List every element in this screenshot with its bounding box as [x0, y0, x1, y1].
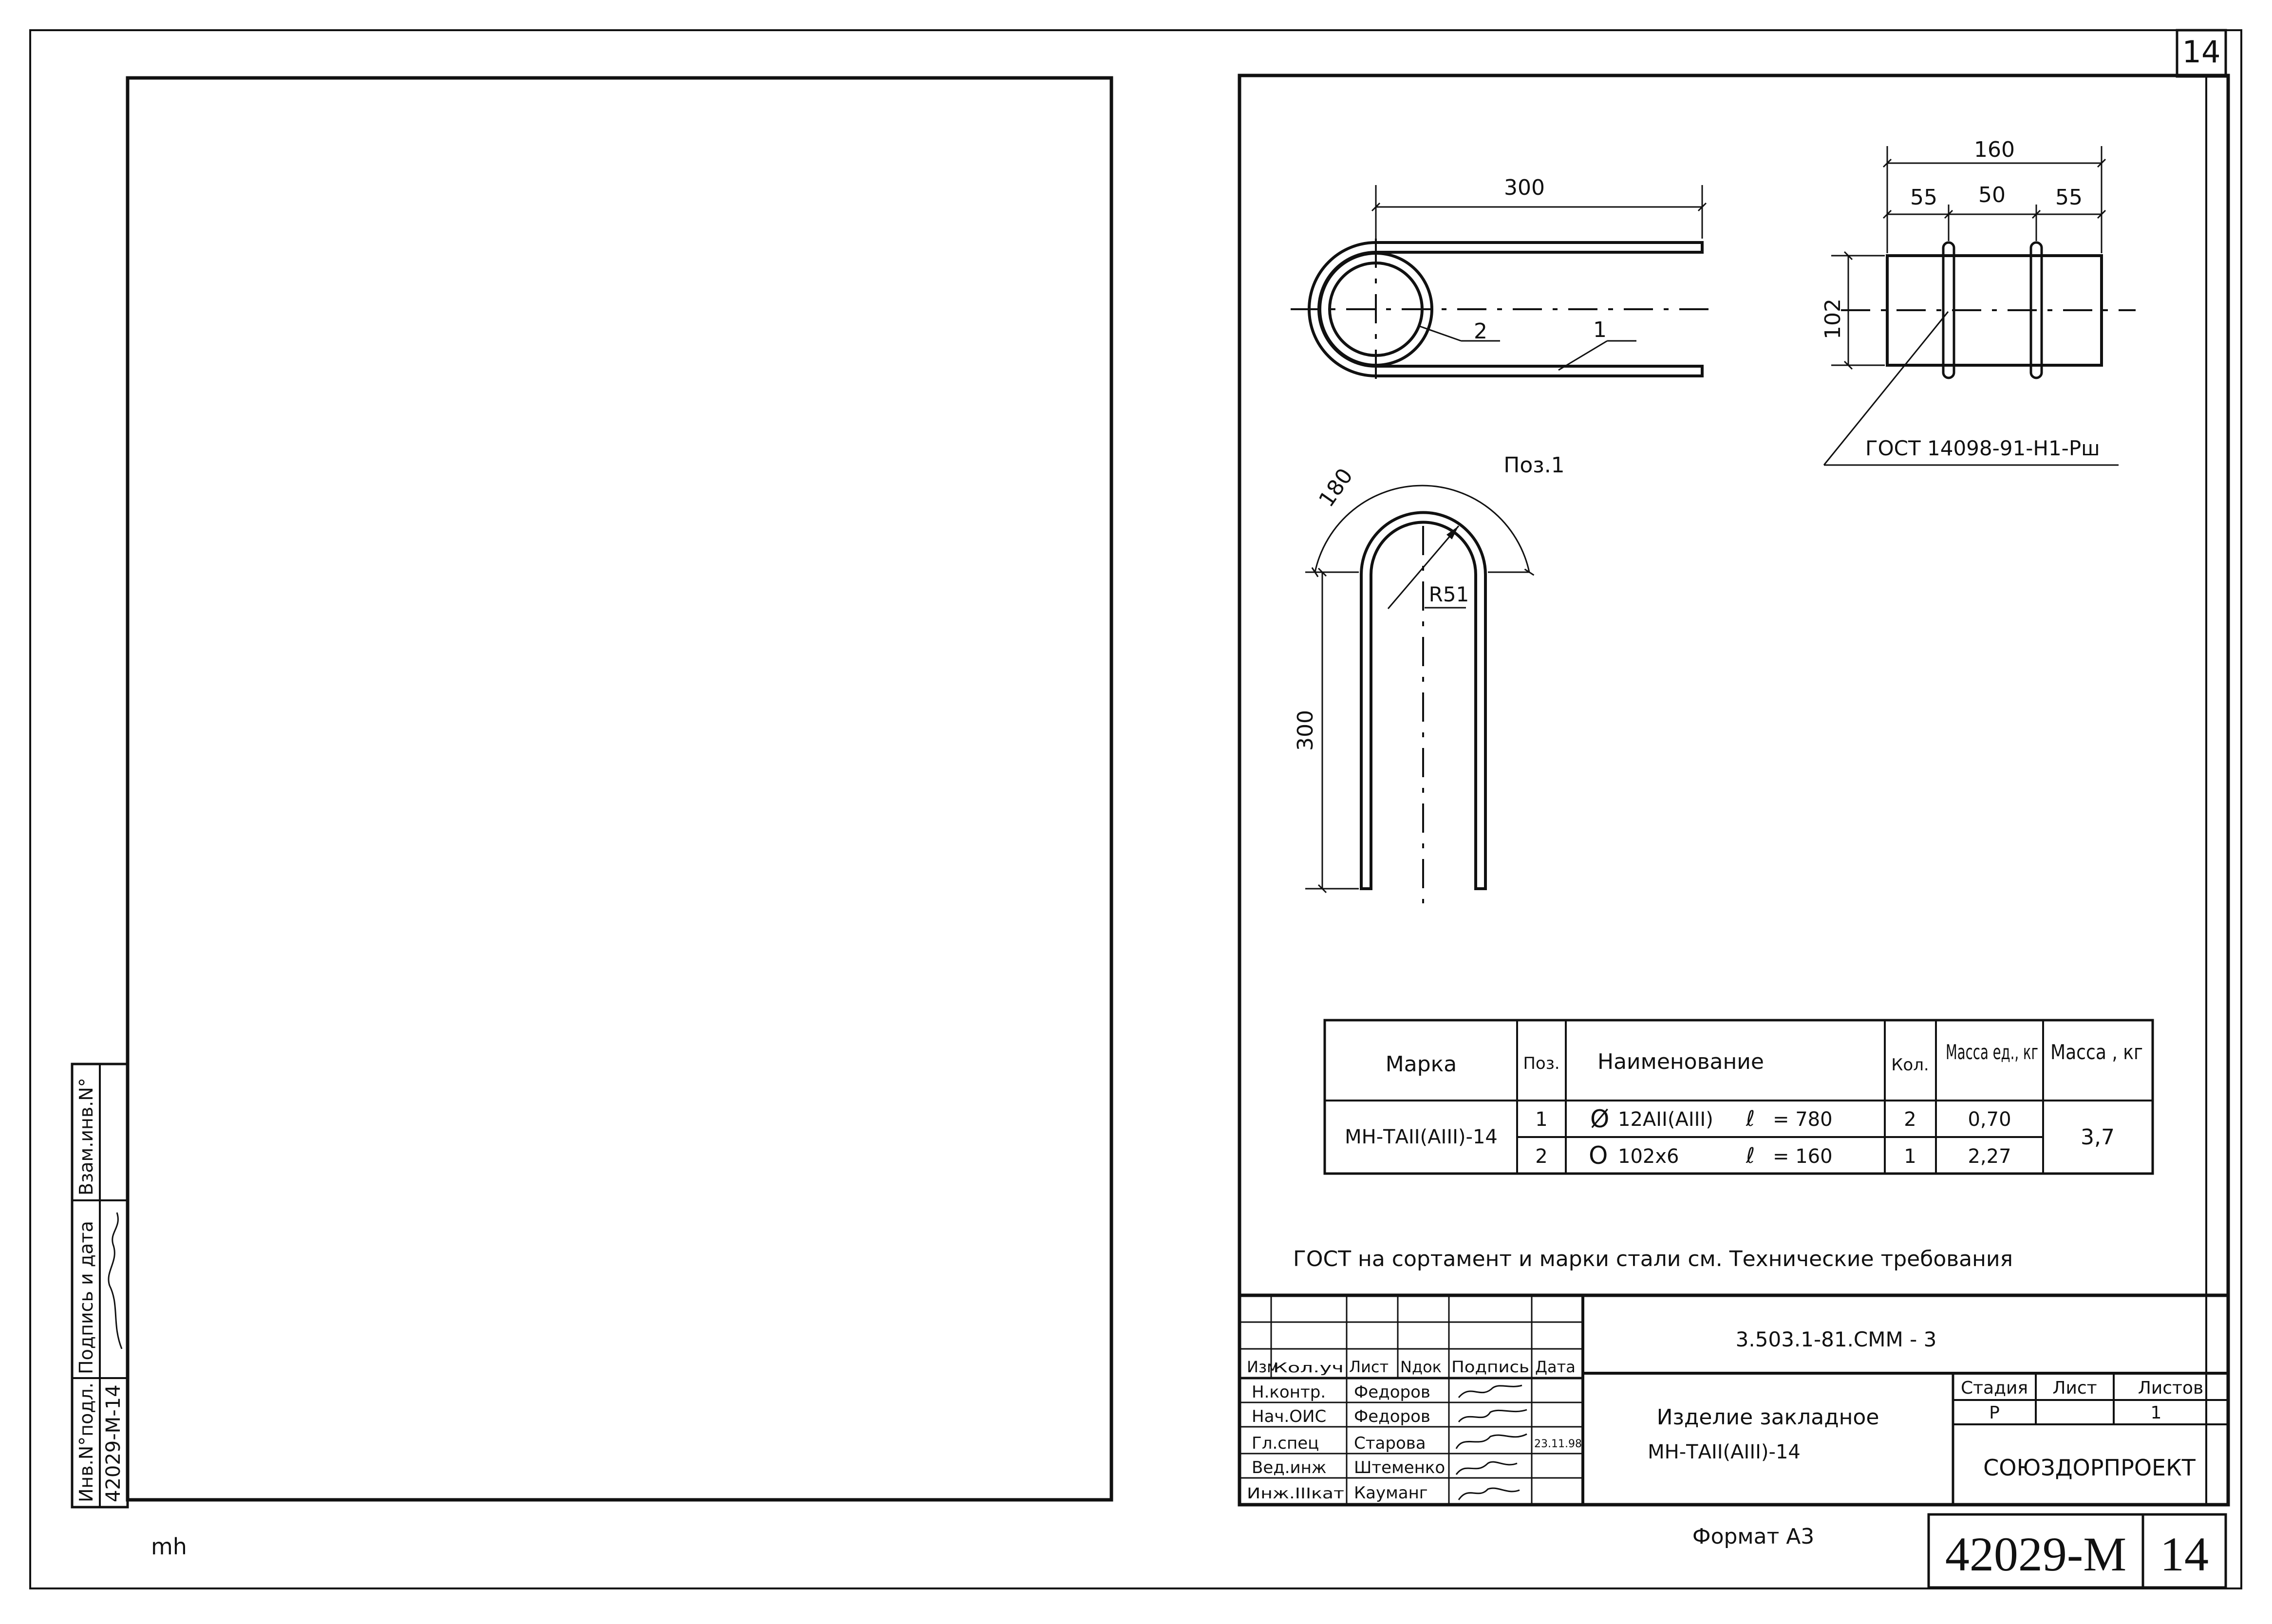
steel-grade-note: ГОСТ на сортамент и марки стали см. Техн…	[1293, 1247, 2013, 1271]
role-3: Гл.спец	[1252, 1434, 1319, 1453]
row2-name: 102х6	[1618, 1145, 1679, 1168]
spec-table	[1323, 1019, 2154, 1175]
stage-header: Стадия	[1961, 1378, 2028, 1398]
plate-total-label: 160	[1974, 137, 2015, 162]
col-mark-header: Марка	[1386, 1052, 1457, 1077]
inv-replace-label: Взам.инв.N°	[75, 1078, 97, 1195]
signatures	[1455, 1384, 1527, 1500]
spec-mark: МН-ТАII(АIII)-14	[1345, 1126, 1498, 1148]
row2-mass: 2,27	[1968, 1145, 2011, 1168]
row2-length-symbol: ℓ	[1746, 1143, 1755, 1168]
stage-value: Р	[1989, 1403, 2000, 1423]
item-mark: МН-ТАII(АIII)-14	[1648, 1441, 1801, 1463]
name-1: Федоров	[1354, 1382, 1430, 1402]
item-title: Изделие закладное	[1657, 1405, 1879, 1430]
top-width-label: 300	[1504, 175, 1545, 200]
name-3: Старова	[1354, 1434, 1426, 1453]
name-4: Штеменко	[1354, 1458, 1445, 1477]
plate-dim-b: 50	[1978, 183, 2006, 207]
doc-designation: 3.503.1-81.СММ - 3	[1736, 1327, 1937, 1351]
pos1-title: Поз.1	[1503, 453, 1564, 478]
name-2: Федоров	[1354, 1407, 1430, 1426]
role-1: Н.контр.	[1252, 1382, 1326, 1402]
role-4: Вед.инж	[1252, 1458, 1327, 1477]
callout-pos1: 1	[1593, 317, 1607, 342]
bottom-strip	[1927, 1513, 2227, 1589]
row2-length: = 160	[1773, 1145, 1833, 1168]
col-qty-header: Кол.	[1891, 1055, 1929, 1075]
hdr-data: Дата	[1535, 1358, 1576, 1376]
row1-diameter-symbol: Ø	[1590, 1105, 1609, 1133]
hdr-list: Лист	[1349, 1358, 1389, 1376]
sheet-number: 14	[2160, 1527, 2209, 1581]
sheets-value: 1	[2151, 1403, 2162, 1423]
row1-qty: 2	[1904, 1108, 1916, 1131]
bottom-left-mark: mh	[151, 1533, 187, 1560]
hdr-podpis: Подпись	[1451, 1358, 1529, 1376]
radius-label: R51	[1429, 582, 1469, 606]
stamp-signature	[108, 1212, 123, 1349]
hdr-ndok: Nдок	[1400, 1358, 1442, 1376]
col-mass-total-header: Масса , кг	[2050, 1040, 2143, 1064]
row1-name: 12АII(АIII)	[1618, 1108, 1713, 1131]
organization: СОЮЗДОРПРОЕКТ	[1983, 1455, 2196, 1481]
row2-qty: 1	[1904, 1145, 1916, 1168]
arc-length-label: 180	[1314, 464, 1358, 512]
pos1-view	[1305, 485, 1535, 903]
name-5: Кауманг	[1354, 1483, 1428, 1503]
gost-note: ГОСТ 14098-91-Н1-Рш	[1865, 436, 2100, 460]
col-name-header: Наименование	[1597, 1049, 1764, 1074]
plate-dim-c: 55	[2055, 185, 2083, 210]
role-2: Нач.ОИС	[1252, 1407, 1326, 1426]
role-5: Инж.IIIкат	[1247, 1485, 1344, 1502]
sheet-header: Лист	[2052, 1378, 2097, 1398]
row2-tube-symbol: O	[1589, 1141, 1608, 1170]
plate-dim-a: 55	[1910, 185, 1937, 210]
document-code: 42029-М	[1945, 1527, 2126, 1581]
sheets-header: Листов	[2138, 1378, 2203, 1398]
row1-pos: 1	[1535, 1108, 1547, 1131]
sheet-frame	[29, 29, 2242, 1589]
corner-sheet-number: 14	[2182, 34, 2221, 70]
row2-pos: 2	[1535, 1145, 1547, 1168]
left-stamp	[71, 1063, 129, 1509]
inv-orig-value: 42029-М-14	[102, 1384, 125, 1502]
top-view	[1291, 185, 1714, 385]
date-3: 23.11.98	[1534, 1438, 1582, 1450]
col-pos-header: Поз.	[1523, 1054, 1559, 1073]
col-mass-unit-header: Масса ед., кг	[1946, 1040, 2038, 1064]
hdr-kol-uch: Кол.уч	[1273, 1360, 1344, 1376]
row1-length-symbol: ℓ	[1746, 1106, 1755, 1131]
total-mass: 3,7	[2081, 1125, 2115, 1150]
title-block	[1238, 1293, 2230, 1507]
plate-height-label: 102	[1821, 299, 1845, 339]
format-label: Формат А3	[1692, 1524, 1815, 1549]
row1-length: = 780	[1773, 1108, 1833, 1131]
callout-pos2: 2	[1474, 319, 1487, 344]
leg-length-label: 300	[1293, 710, 1318, 751]
plate-view	[1823, 146, 2136, 466]
row1-mass: 0,70	[1968, 1108, 2011, 1131]
inv-orig-label: Инв.N°подл.	[75, 1382, 97, 1502]
sign-date-label: Подпись и дата	[75, 1221, 97, 1374]
hdr-izm: Изм	[1247, 1358, 1278, 1376]
